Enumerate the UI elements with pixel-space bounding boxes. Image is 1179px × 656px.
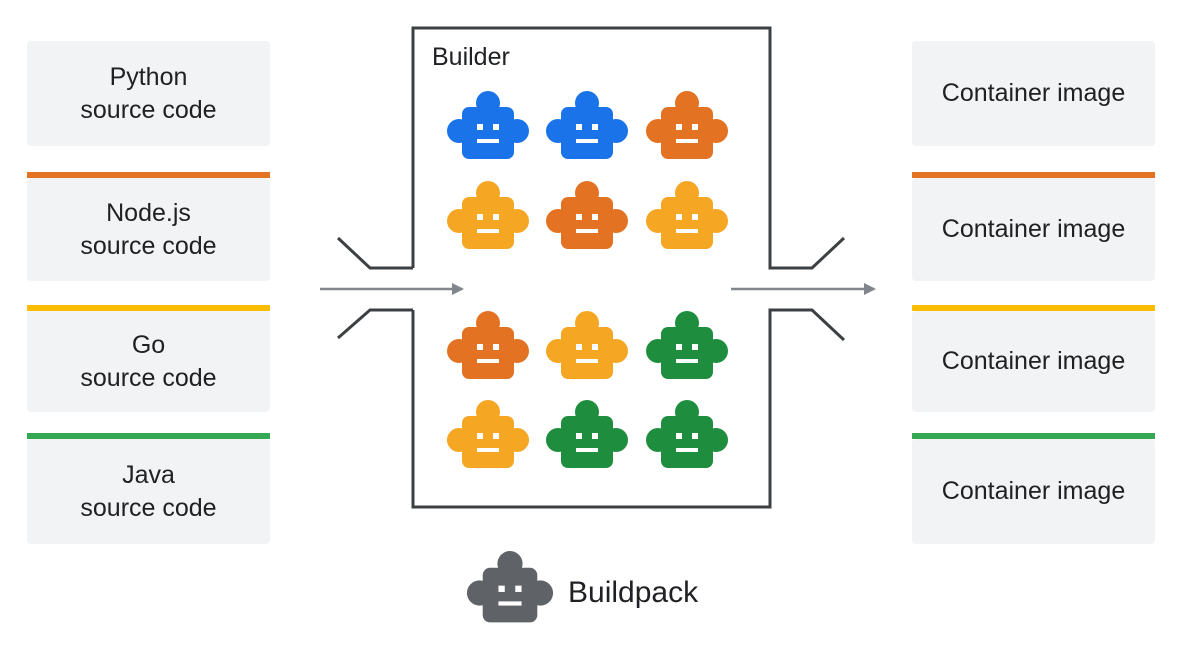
robot-icon-green — [646, 400, 728, 468]
output-card-1: Container image — [912, 41, 1155, 146]
builder-title: Builder — [432, 43, 510, 71]
robot-icon-orange — [646, 91, 728, 159]
source-label: Python source code — [80, 62, 217, 124]
divider-yellow-right — [912, 305, 1155, 311]
legend-label: Buildpack — [568, 576, 699, 609]
buildpack-robot-icon — [466, 551, 554, 623]
robot-icon-green — [646, 311, 728, 379]
output-card-4: Container image — [912, 439, 1155, 544]
builder-box-bottom — [411, 308, 846, 509]
robot-icon-blue — [546, 91, 628, 159]
buildpack-robot-icon — [466, 551, 554, 623]
robot-icon-yellow — [546, 311, 628, 379]
output-label: Container image — [941, 347, 1126, 375]
robot-icon-orange — [546, 181, 628, 249]
output-label: Container image — [941, 79, 1126, 107]
source-card-nodejs: Node.js source code — [27, 178, 270, 281]
robot-icon-orange — [447, 311, 529, 379]
divider-orange-right — [912, 172, 1155, 178]
builder-box — [411, 26, 846, 270]
divider-green-right — [912, 433, 1155, 439]
inlet-funnel-bottom — [337, 308, 413, 340]
output-label: Container image — [941, 477, 1126, 505]
divider-green-left — [27, 433, 270, 439]
output-card-2: Container image — [912, 178, 1155, 281]
source-card-java: Java source code — [27, 439, 270, 544]
divider-yellow-left — [27, 305, 270, 311]
output-label: Container image — [941, 215, 1126, 243]
robot-icon-yellow — [447, 400, 529, 468]
source-card-go: Go source code — [27, 311, 270, 412]
inlet-funnel-top — [336, 236, 413, 270]
source-label: Go source code — [80, 330, 217, 392]
source-card-python: Python source code — [27, 41, 270, 146]
robot-icon-yellow — [447, 181, 529, 249]
robot-icon-yellow — [646, 181, 728, 249]
buildpack-robots — [447, 91, 728, 468]
robot-icon-green — [546, 400, 628, 468]
robot-icon-blue — [447, 91, 529, 159]
source-label: Java source code — [80, 460, 217, 522]
divider-orange-left — [27, 172, 270, 178]
source-label: Node.js source code — [80, 198, 217, 260]
output-card-3: Container image — [912, 311, 1155, 412]
